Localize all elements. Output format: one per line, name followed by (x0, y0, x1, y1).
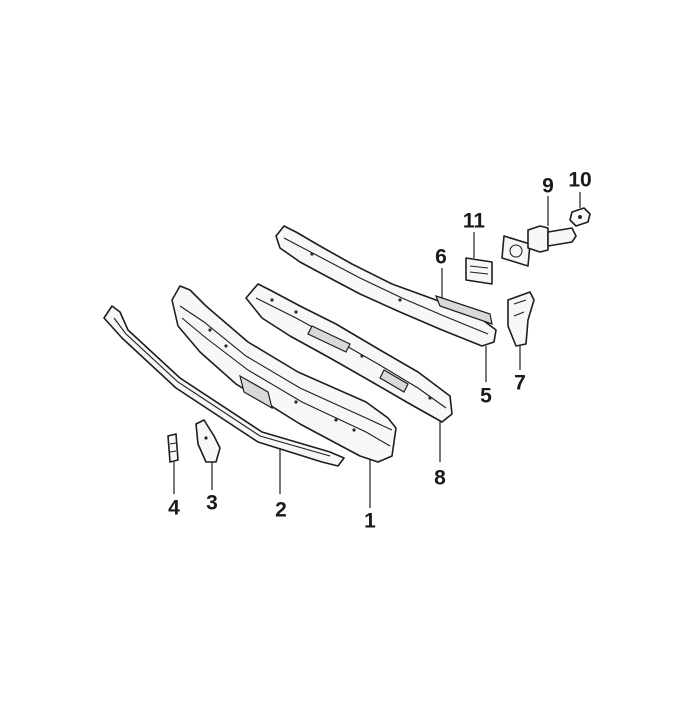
part-1-bumper (171, 285, 397, 463)
part-7-bracket (507, 291, 535, 347)
callout-7: 7 (514, 371, 526, 395)
callout-10: 10 (568, 168, 592, 192)
part-3-bracket (195, 419, 221, 463)
part-11-plate (465, 257, 493, 285)
callout-5: 5 (480, 384, 492, 408)
callout-11: 11 (462, 209, 486, 233)
leader-lines (173, 192, 581, 508)
part-9-isolator (501, 225, 577, 267)
callout-8: 8 (434, 466, 446, 490)
part-2-face-strip (103, 305, 345, 467)
part-4-tab (167, 433, 179, 463)
callout-1: 1 (364, 509, 376, 533)
part-6-upper-bar (275, 225, 497, 347)
callout-4: 4 (168, 496, 180, 520)
callout-3: 3 (206, 491, 218, 515)
part-8-reinforcement (245, 283, 453, 423)
callout-6: 6 (435, 245, 447, 269)
callout-9: 9 (542, 174, 554, 198)
part-10-nut (569, 207, 591, 227)
callout-2: 2 (275, 498, 287, 522)
